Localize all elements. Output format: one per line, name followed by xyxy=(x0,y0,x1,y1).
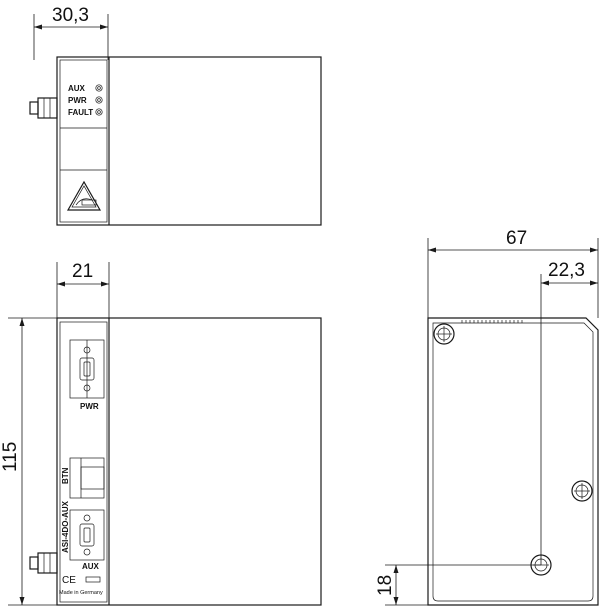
btn-label: BTN xyxy=(61,467,70,484)
led-fault-inner-icon xyxy=(97,110,101,114)
dim-side-offset: 22,3 xyxy=(548,260,585,281)
made-in-label: Made in Germany xyxy=(59,590,103,596)
aux-connector-inner xyxy=(83,527,91,543)
top-view: 30,3 AUX PWR FAULT xyxy=(29,5,322,226)
pwr-screw-top-icon xyxy=(83,346,91,354)
arrow-right xyxy=(101,281,109,287)
side-body-outline xyxy=(427,317,599,606)
led-label-pwr: PWR xyxy=(68,96,87,105)
top-connector-tip xyxy=(29,101,39,115)
front-connector xyxy=(37,552,58,574)
aux-screw-top-icon xyxy=(83,514,91,522)
led-pwr-icon xyxy=(95,96,103,104)
arrow-right xyxy=(590,247,598,253)
arrow-left xyxy=(57,281,65,287)
arrow-down xyxy=(393,597,399,605)
asi-logo-icon xyxy=(66,180,102,211)
top-connector xyxy=(37,97,58,119)
led-aux-inner-icon xyxy=(97,86,101,90)
arrow-right xyxy=(100,24,108,30)
ce-mark: CE xyxy=(62,575,76,586)
side-view: 67 22,3 18 xyxy=(375,228,599,606)
aux-screw-bottom-icon xyxy=(83,548,91,556)
side-inner-outline xyxy=(432,322,594,602)
led-aux-icon xyxy=(95,84,103,92)
arrow-left xyxy=(428,247,436,253)
screw-bottom-icon xyxy=(530,554,552,576)
led-label-fault: FAULT xyxy=(68,108,93,117)
dim-top-width: 30,3 xyxy=(52,5,89,26)
btn-button xyxy=(80,466,105,490)
pwr-connector-plug xyxy=(79,357,95,381)
front-connector-tip xyxy=(29,556,39,570)
aux-label: AUX xyxy=(82,562,100,571)
btn-area xyxy=(69,457,105,499)
led-label-aux: AUX xyxy=(68,84,86,93)
front-panel xyxy=(59,321,108,603)
dim-side-width: 67 xyxy=(506,228,527,249)
led-pwr-inner-icon xyxy=(97,98,101,102)
front-view: 21 115 PWR BTN ASI-4DO-AUX AUX xyxy=(0,261,322,606)
aux-terminal-block xyxy=(69,509,105,561)
arrow-up xyxy=(393,565,399,573)
front-body-outline xyxy=(56,317,322,606)
pwr-label: PWR xyxy=(80,402,99,411)
pwr-connector-inner xyxy=(83,361,91,377)
dim-front-height: 115 xyxy=(0,442,21,472)
top-front-panel xyxy=(59,59,108,223)
pwr-screw-bottom-icon xyxy=(83,384,91,392)
arrow-left xyxy=(34,24,42,30)
arrow-right xyxy=(590,280,598,286)
arrow-up xyxy=(19,318,25,326)
aux-connector-plug xyxy=(79,523,95,547)
side-rib-pattern xyxy=(461,320,523,323)
arrow-left xyxy=(541,280,549,286)
arrow-down xyxy=(19,597,25,605)
led-fault-icon xyxy=(95,108,103,116)
top-body-outline xyxy=(56,56,322,226)
screw-right-icon xyxy=(571,480,593,502)
dim-front-width: 21 xyxy=(72,261,93,282)
model-label: ASI-4DO-AUX xyxy=(61,500,70,553)
cert-mark-icon xyxy=(85,576,101,583)
dim-side-bottom: 18 xyxy=(375,575,396,596)
screw-top-left-icon xyxy=(433,323,455,345)
